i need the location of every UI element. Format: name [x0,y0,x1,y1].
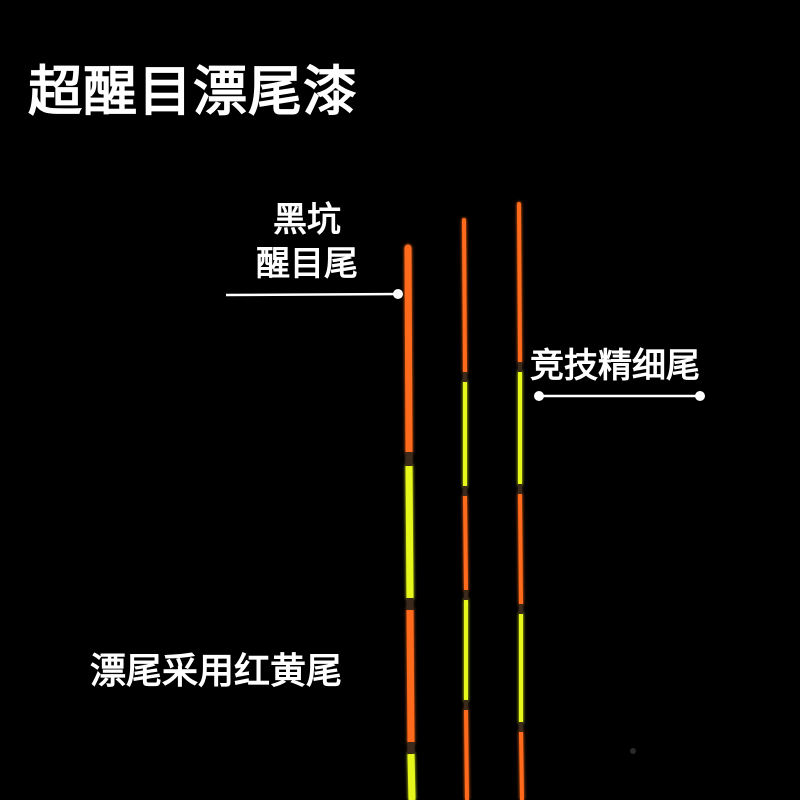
headline: 超醒目漂尾漆 [28,60,358,123]
float-tip-fine-1 [462,218,469,800]
dust-speck [630,748,636,754]
label-heikeng: 黑坑 醒目尾 [248,198,366,286]
callout-jingji [534,391,705,401]
label-heikeng-line1: 黑坑 [273,200,341,240]
callout-heikeng [225,289,403,299]
label-jingji: 竞技精细尾 [530,346,700,386]
float-tip-heikeng [404,244,416,800]
label-bottom: 漂尾采用红黄尾 [90,650,343,692]
float-tip-fine-2 [517,202,524,800]
label-heikeng-line2: 醒目尾 [256,244,358,284]
